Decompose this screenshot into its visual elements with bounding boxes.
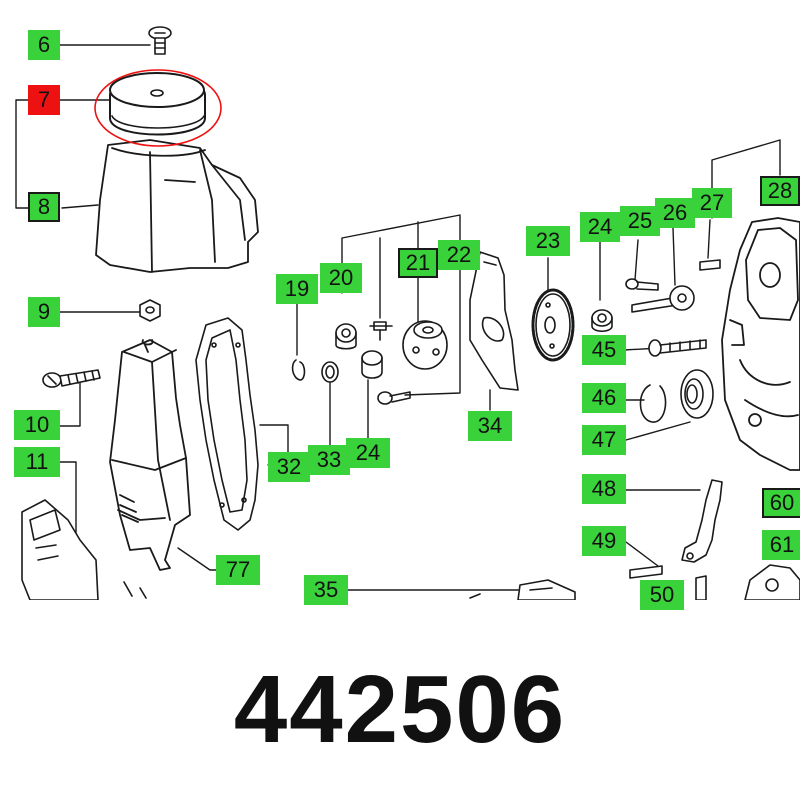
part-28-gear-housing-drawing: [721, 217, 800, 471]
part-label-34[interactable]: 34: [468, 411, 512, 441]
part-label-21[interactable]: 21: [398, 248, 438, 278]
part-label-22[interactable]: 22: [438, 240, 480, 270]
part-24-bushing-lower-drawing: [361, 350, 383, 379]
part-label-24-lower[interactable]: 24: [346, 438, 390, 468]
part-label-20[interactable]: 20: [320, 263, 362, 293]
part-label-28[interactable]: 28: [760, 176, 800, 206]
part-27-pin-drawing: [699, 259, 721, 271]
part-label-9[interactable]: 9: [28, 297, 60, 327]
part-46-ring-drawing: [639, 384, 667, 423]
part-label-47[interactable]: 47: [582, 425, 626, 455]
part-label-19[interactable]: 19: [276, 274, 318, 304]
part-10-screw-drawing: [42, 369, 101, 388]
part-label-11[interactable]: 11: [14, 447, 60, 477]
part-label-61[interactable]: 61: [762, 530, 800, 560]
part-25-screw-drawing: [625, 278, 659, 291]
part-label-6[interactable]: 6: [28, 30, 60, 60]
part-24-bushing-upper-drawing: [591, 309, 613, 333]
part-pin-drawing: [369, 321, 393, 341]
part-screw-small-drawing: [377, 391, 411, 405]
part-33-washer-drawing: [321, 361, 339, 383]
part-label-27[interactable]: 27: [692, 188, 732, 218]
part-label-45[interactable]: 45: [582, 335, 626, 365]
part-label-7[interactable]: 7: [28, 85, 60, 115]
part-label-8[interactable]: 8: [28, 192, 60, 222]
part-6-screw-drawing: [148, 26, 172, 55]
part-7-highlight-circle: [94, 69, 222, 147]
part-label-10[interactable]: 10: [14, 410, 60, 440]
part-35-fragment-drawing: [517, 579, 576, 600]
article-number: 442506: [233, 656, 567, 763]
part-50-fragment-drawing: [695, 575, 707, 600]
part-11-housing-drawing: [21, 499, 99, 600]
part-label-24-upper[interactable]: 24: [580, 212, 620, 242]
part-34-plate-drawing: [469, 251, 519, 391]
part-label-46[interactable]: 46: [582, 383, 626, 413]
part-8-housing-drawing: [95, 139, 259, 273]
part-48-lever-drawing: [681, 479, 723, 563]
part-19-clip-drawing: [291, 359, 306, 381]
part-20-bushing-drawing: [335, 323, 357, 350]
part-21-wheel-drawing: [402, 320, 448, 370]
part-77-motor-housing-drawing: [109, 339, 191, 571]
part-label-50[interactable]: 50: [640, 580, 684, 610]
part-label-32[interactable]: 32: [268, 452, 310, 482]
part-49-pin-drawing: [629, 565, 663, 579]
part-47-bearing-drawing: [680, 369, 714, 419]
part-label-23[interactable]: 23: [526, 226, 570, 256]
parts-drawing: [15, 26, 800, 600]
part-26-shaft-drawing: [631, 285, 695, 313]
part-45-screw-drawing: [648, 339, 707, 357]
part-label-26[interactable]: 26: [655, 198, 695, 228]
part-label-60[interactable]: 60: [762, 488, 800, 518]
part-label-35[interactable]: 35: [304, 575, 348, 605]
part-7-cap-drawing: [109, 72, 206, 136]
part-61-fragment-drawing: [744, 564, 800, 600]
part-label-25[interactable]: 25: [620, 206, 660, 236]
part-23-gear-drawing: [531, 288, 575, 362]
part-32-gasket-drawing: [195, 317, 259, 531]
part-label-33[interactable]: 33: [308, 445, 350, 475]
part-label-48[interactable]: 48: [582, 474, 626, 504]
part-label-77[interactable]: 77: [216, 555, 260, 585]
part-label-49[interactable]: 49: [582, 526, 626, 556]
part-9-nut-drawing: [139, 299, 161, 322]
